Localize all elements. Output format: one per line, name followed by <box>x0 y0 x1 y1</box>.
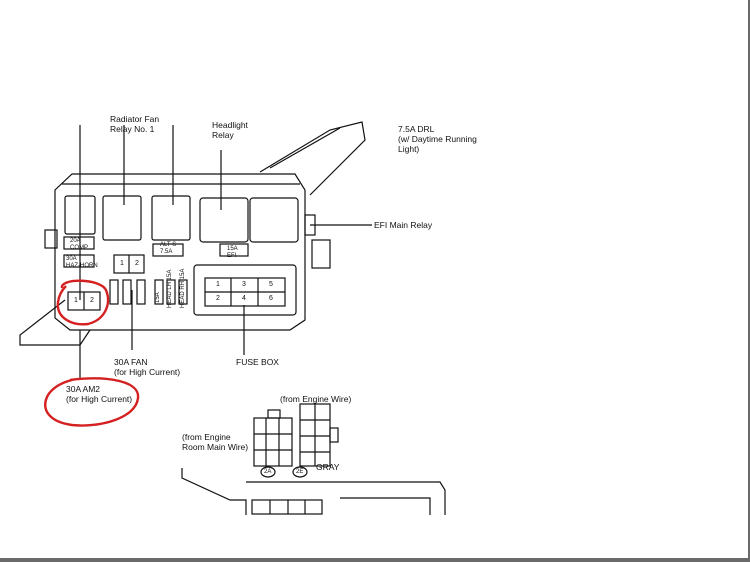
fuse-box-terminal-2: 2 <box>216 295 220 302</box>
fuse-comp <box>63 236 95 250</box>
fuse-15a-text: 15A <box>155 292 161 303</box>
fuse-head-lh-label: HEAD LH 15A <box>167 270 174 308</box>
top-bracket <box>259 121 366 196</box>
radiator-fan-relay-text: Radiator Fan Relay No. 1 <box>110 114 160 134</box>
fuse-box-block-outer <box>193 264 297 316</box>
fuse-efi <box>219 243 249 257</box>
mini-fuse-2 <box>122 279 132 305</box>
right-tab-1 <box>304 214 316 236</box>
fuse-box-terminal-4: 4 <box>242 295 246 302</box>
fuse-head-rh-label: HEAD RH 15A <box>180 269 187 308</box>
fuse-box-terminal-1: 1 <box>216 281 220 288</box>
headlight-relay-label: Headlight Relay <box>212 120 248 140</box>
from-engine-room-text: (from Engine Room Main Wire) <box>182 432 249 452</box>
connector-2e-label: 2E <box>296 469 303 476</box>
mini-fuse-3 <box>136 279 146 305</box>
from-engine-wire-text: (from Engine Wire) <box>280 394 352 404</box>
radiator-fan-relay-label: Radiator Fan Relay No. 1 <box>110 114 159 134</box>
fuse-haz-horn-label: 30A HAZ-HORN <box>66 256 98 270</box>
fuse-box-terminal-6: 6 <box>269 295 273 302</box>
left-tab <box>44 229 58 249</box>
lower-frame-left <box>181 468 247 515</box>
gray-text: GRAY <box>316 462 340 472</box>
fuse-box-label: FUSE BOX <box>236 357 279 367</box>
from-engine-room-label: (from Engine Room Main Wire) <box>182 432 248 452</box>
left-bracket <box>19 299 91 346</box>
connector-2a-tag <box>260 466 276 478</box>
lower-frame-inner <box>340 497 431 515</box>
fuse-box-terminal-5: 5 <box>269 281 273 288</box>
fuse-15a-label: 15A <box>155 292 162 303</box>
connector-2a-text: 2A <box>264 469 272 475</box>
headlight-relay-text: Headlight Relay <box>212 120 248 140</box>
fuse-efi-text: 15A EFI <box>227 246 238 259</box>
relay-socket-5 <box>249 197 299 243</box>
fuse-haz-horn-text: 30A HAZ-HORN <box>66 256 98 269</box>
mini-fuse-6 <box>178 279 188 305</box>
fan-30a-text: 30A FAN (for High Current) <box>114 357 181 377</box>
from-engine-wire-label: (from Engine Wire) <box>280 394 351 404</box>
page-right-edge <box>748 0 750 562</box>
efi-main-relay-label: EFI Main Relay <box>374 220 432 230</box>
fuse-comp-label: 20A COMP <box>70 238 88 252</box>
lower-terminal-strip <box>251 499 323 515</box>
fuse-alt-s-label: ALT-S 7.5A <box>160 242 176 256</box>
fan-slot-terminal-2: 2 <box>135 260 139 267</box>
fuse-comp-text: 20A COMP <box>70 238 88 251</box>
fuse-box-terminal-3: 3 <box>242 281 246 288</box>
am2-30a-text: 30A AM2 (for High Current) <box>66 384 133 404</box>
lower-frame-top <box>246 481 446 515</box>
relay-socket-3 <box>151 195 191 241</box>
connector-2e-tag <box>292 466 308 478</box>
am2-slot-terminal-2: 2 <box>90 297 94 304</box>
drl-text: 7.5A DRL (w/ Daytime Running Light) <box>398 124 477 154</box>
efi-main-relay-text: EFI Main Relay <box>374 220 433 230</box>
am2-highlight-circle <box>44 279 140 427</box>
fuse-box-text: FUSE BOX <box>236 357 279 367</box>
am2-slot-terminal-1: 1 <box>74 297 78 304</box>
mini-fuse-5 <box>166 279 176 305</box>
connector-2a-label: 2A <box>264 469 271 476</box>
page-bottom-edge <box>0 558 750 562</box>
fuse-alt-s <box>152 243 184 257</box>
fuse-haz-horn <box>63 254 95 268</box>
connector-2e-text: 2E <box>296 469 304 475</box>
relay-socket-1 <box>64 195 96 235</box>
fuse-alt-s-text: ALT-S 7.5A <box>160 242 177 255</box>
fuse-head-rh-text: HEAD RH 15A <box>180 268 186 308</box>
fuse-head-lh-text: HEAD LH 15A <box>167 269 173 308</box>
fuse-efi-label: 15A EFI <box>227 246 238 260</box>
relay-socket-4 <box>199 197 249 243</box>
right-tab-2 <box>311 239 331 269</box>
mini-fuse-4 <box>154 279 164 305</box>
relay-socket-2 <box>102 195 142 241</box>
drl-label: 7.5A DRL (w/ Daytime Running Light) <box>398 124 477 154</box>
gray-label: GRAY <box>316 462 339 472</box>
top-bracket-inner <box>269 127 341 169</box>
fan-slot-terminal-1: 1 <box>120 260 124 267</box>
fuse-box-body <box>54 173 306 331</box>
connector-2a <box>253 417 293 467</box>
mini-fuse-1 <box>109 279 119 305</box>
am2-30a-label: 30A AM2 (for High Current) <box>66 384 132 404</box>
fan-30a-label: 30A FAN (for High Current) <box>114 357 180 377</box>
